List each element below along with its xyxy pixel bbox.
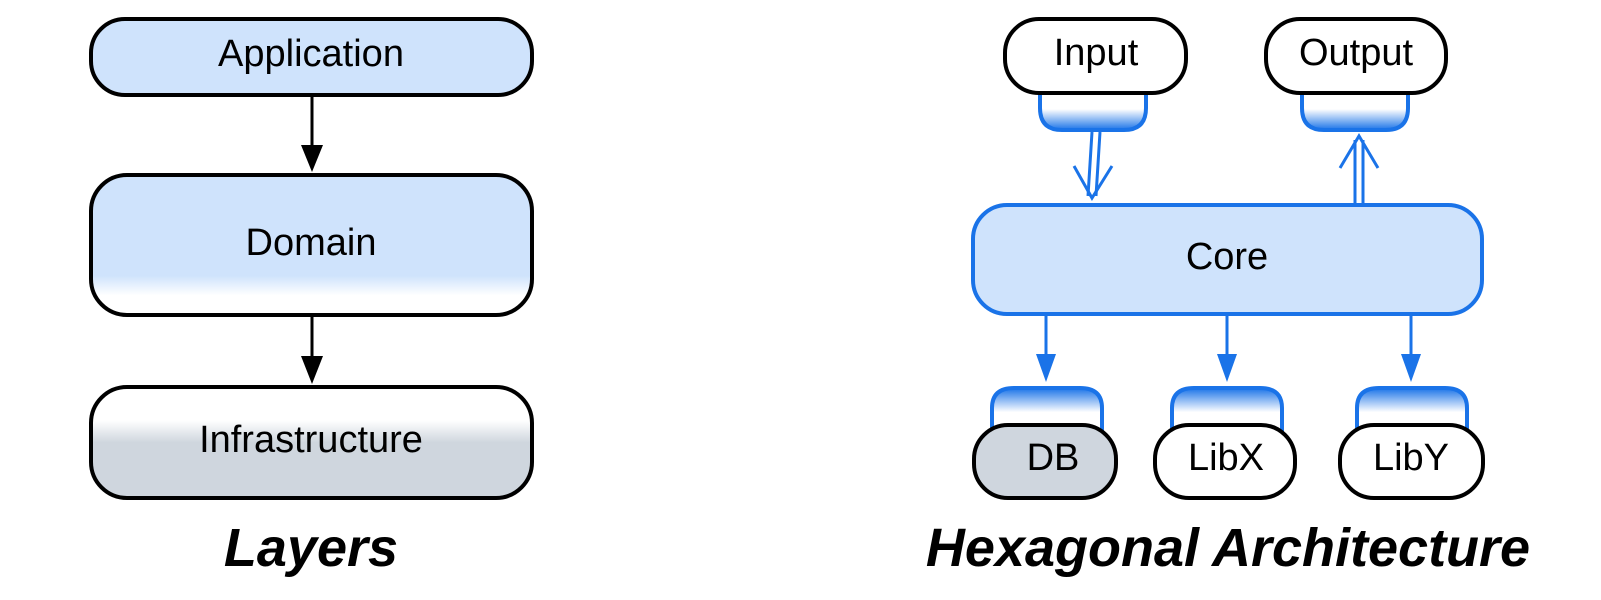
liby-label: LibY [1373,437,1449,479]
layers-diagram: Application Domain Infrastructure Layers [89,17,534,578]
output-label: Output [1299,32,1414,74]
application-layer-box: Application [89,17,534,97]
core-label: Core [1186,236,1268,278]
db-label: DB [1027,437,1080,479]
arrow-core-to-output [1338,133,1380,204]
input-port [1038,92,1148,132]
application-layer-label: Application [218,33,404,75]
arrow-core-to-db [1036,316,1056,382]
arrow-domain-to-infrastructure [301,316,323,384]
input-node: Input [1003,17,1188,95]
domain-layer-label: Domain [246,222,377,264]
input-label: Input [1054,32,1139,74]
layers-caption: Layers [224,518,398,578]
infrastructure-layer-box: Infrastructure [89,385,534,500]
hexagonal-diagram: Input Output Core [926,17,1530,578]
domain-layer-box: Domain [89,173,534,317]
db-node: DB [972,423,1118,500]
arrow-input-to-core [1072,131,1114,201]
arrow-core-to-libx [1217,316,1237,382]
liby-port [1355,386,1469,432]
db-port [990,386,1104,432]
output-node: Output [1264,17,1448,95]
arrow-core-to-liby [1401,316,1421,382]
libx-node: LibX [1153,423,1297,500]
hexagonal-caption: Hexagonal Architecture [926,518,1530,578]
output-port [1300,92,1410,132]
core-box: Core [971,203,1484,316]
liby-node: LibY [1338,423,1485,500]
libx-label: LibX [1188,437,1264,479]
infrastructure-layer-label: Infrastructure [199,419,423,461]
arrow-application-to-domain [301,95,323,172]
libx-port [1170,386,1284,432]
